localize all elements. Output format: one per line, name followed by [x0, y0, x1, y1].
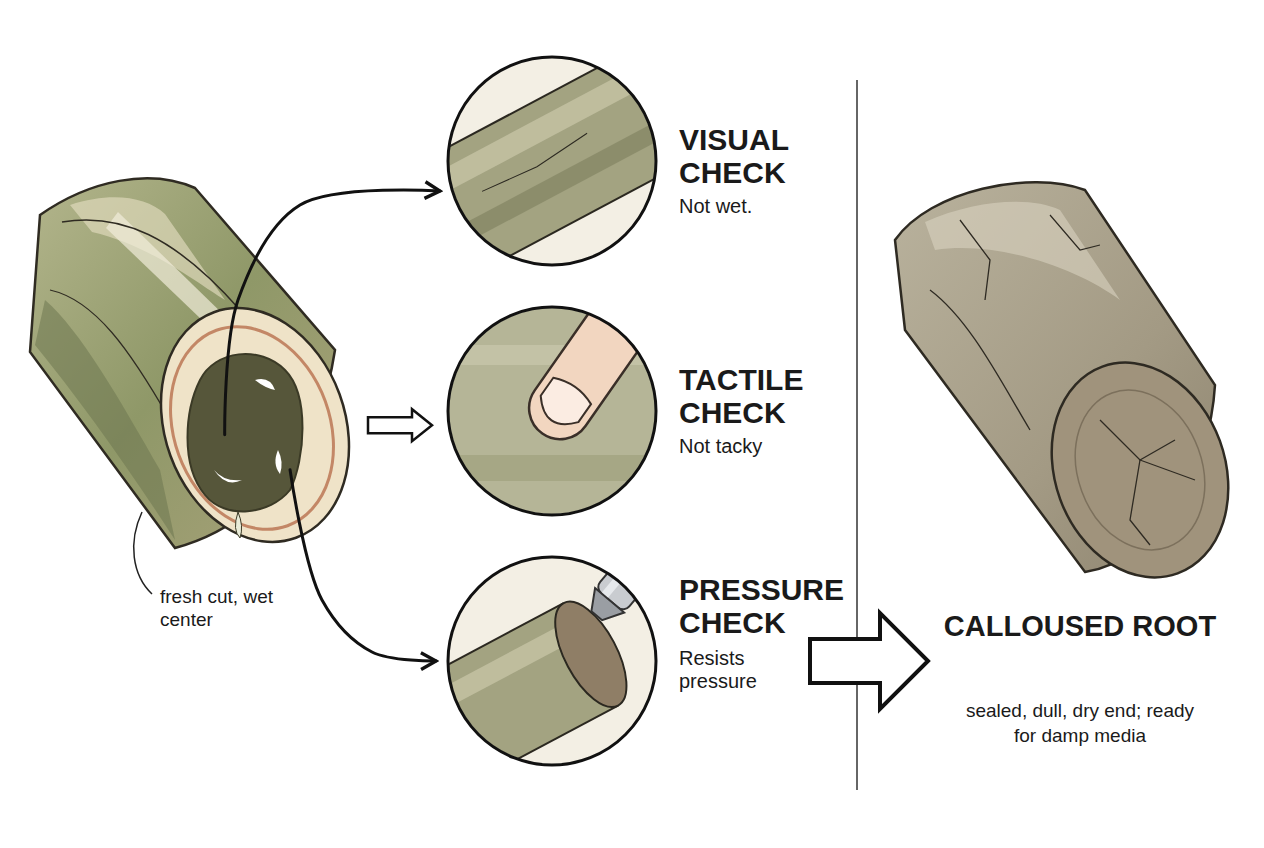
root-shade	[35, 300, 175, 540]
check-result: Not wet.	[679, 195, 829, 218]
check-circle: VISUAL CHECKNot wet.	[446, 55, 658, 267]
illustration-detail	[430, 101, 703, 258]
check-illustration	[394, 35, 718, 286]
illustration-detail	[601, 494, 691, 599]
root-grain	[50, 290, 170, 420]
illustration-detail	[433, 706, 618, 805]
check-illustration	[446, 260, 677, 517]
check-circle: PRESSURE CHECKResists pressure	[446, 555, 658, 767]
illustration-detail	[446, 455, 658, 481]
circle-border	[448, 57, 656, 265]
check-heading: PRESSURE CHECK	[679, 573, 854, 639]
illustration-detail	[446, 305, 658, 517]
wet-core	[188, 354, 303, 511]
wet-shine	[275, 450, 281, 474]
circle-outline	[446, 55, 658, 267]
end-crack	[1140, 460, 1195, 480]
illustration-detail	[582, 588, 624, 628]
block-arrow	[810, 613, 928, 709]
wet-drip	[235, 512, 241, 538]
sealed-end	[1023, 338, 1258, 603]
illustration-detail	[394, 35, 718, 286]
wet-shine	[255, 379, 275, 390]
illustration-detail	[453, 145, 718, 286]
root-highlight	[925, 202, 1120, 300]
illustration-detail	[378, 603, 563, 702]
circle-outline	[446, 555, 658, 767]
end-crack	[1100, 420, 1175, 460]
leader-line	[134, 512, 152, 594]
calloused-root-illustration	[895, 182, 1257, 602]
divider-line	[856, 80, 858, 790]
check-circle: TACTILE CHECKNot tacky	[446, 305, 658, 517]
check-illustration	[378, 489, 708, 805]
root-crack	[1050, 215, 1100, 250]
circle-border	[448, 557, 656, 765]
curved-arrow	[225, 190, 440, 435]
check-heading: TACTILE CHECK	[679, 363, 854, 429]
illustration-detail	[387, 619, 582, 735]
root-crack	[930, 290, 1030, 430]
curved-arrow	[290, 470, 436, 661]
illustration-detail	[394, 35, 718, 286]
fresh-root-illustration	[30, 178, 381, 594]
cut-ring	[143, 304, 361, 553]
illustration-detail	[378, 591, 641, 804]
block-arrow	[368, 409, 432, 441]
wet-shine	[214, 470, 242, 482]
cut-face	[129, 281, 380, 568]
check-result: Not tacky	[679, 435, 829, 458]
callout-text: fresh cut, wet center	[160, 585, 320, 631]
check-heading: VISUAL CHECK	[679, 123, 854, 189]
sealed-end-ring	[1054, 372, 1227, 569]
root-crack	[960, 220, 990, 300]
illustration-detail	[533, 374, 594, 434]
result-node: CALLOUSED ROOT sealed, dull, dry end; rea…	[930, 170, 1230, 770]
root-grain	[62, 220, 240, 310]
illustration-detail	[517, 260, 677, 451]
illustration-detail	[517, 260, 677, 451]
circle-border	[448, 307, 656, 515]
check-result: Resists pressure	[679, 647, 779, 693]
result-description: sealed, dull, dry end; ready for damp me…	[965, 698, 1195, 748]
result-heading: CALLOUSED ROOT	[930, 610, 1230, 643]
end-crack	[1130, 460, 1150, 545]
illustration-detail	[481, 133, 590, 195]
fresh-root-node: fresh cut, wet center	[30, 180, 360, 640]
illustration-detail	[394, 35, 659, 176]
circle-outline	[446, 305, 658, 517]
